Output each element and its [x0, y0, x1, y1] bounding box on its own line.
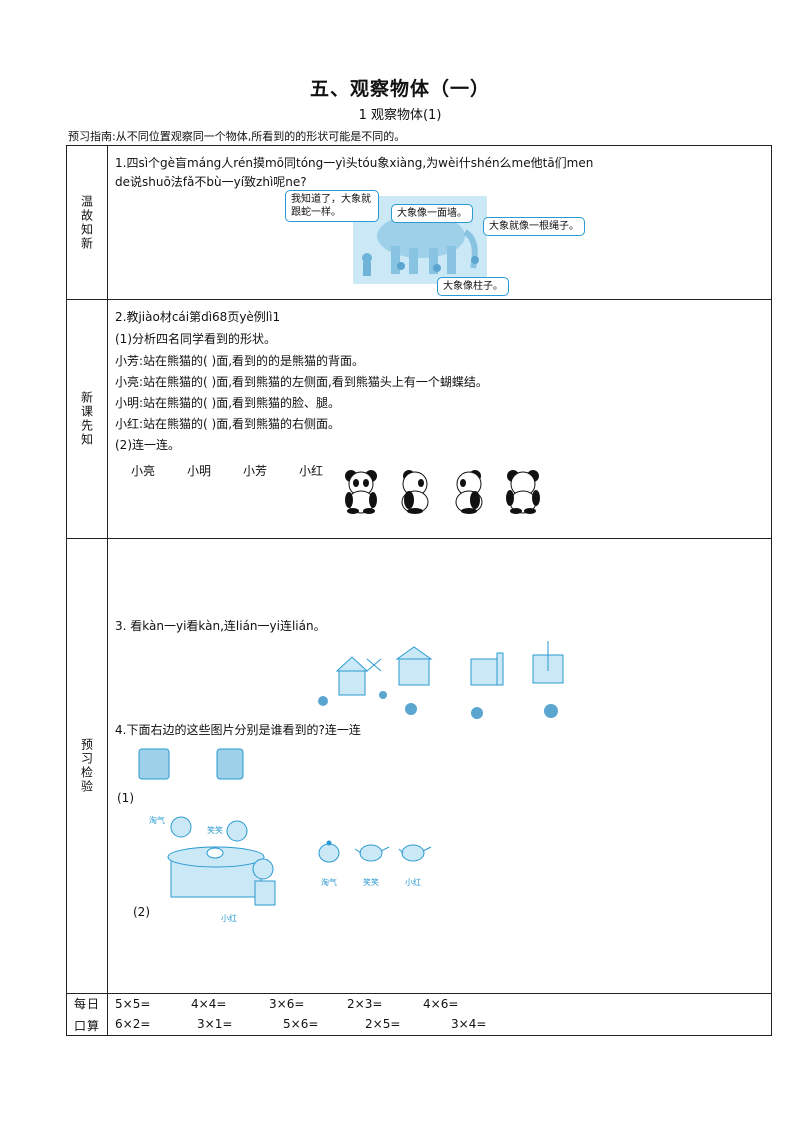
check-label: 预习检验 — [79, 738, 94, 794]
xiaofang-statement: 小芳:站在熊猫的( )面,看到的的是熊猫的背面。 — [115, 354, 365, 368]
xiaoming-statement: 小明:站在熊猫的( )面,看到熊猫的脸、腿。 — [115, 396, 341, 410]
bubble-pillar: 大象像柱子。 — [437, 277, 509, 296]
question-2-part-2: (2)连一连。 — [115, 438, 180, 452]
teapot-label-taoqi: 淘气 — [321, 878, 337, 887]
review-label: 温故知新 — [79, 194, 94, 251]
daily-calc-row: 每日口算 5×5= 4×4= 3×6= 2×3= 4×6= 6×2= 3×1= … — [67, 994, 771, 1035]
calc-item: 4×6= — [423, 997, 459, 1011]
check-label-cell: 预习检验 — [67, 539, 108, 993]
preview-label-cell: 新课先知 — [67, 300, 108, 538]
bubble-snake: 我知道了，大象就跟蛇一样。 — [285, 190, 379, 222]
panda-left-side-image — [401, 470, 429, 514]
elephant-illustration — [362, 214, 479, 276]
question-1-line-2: de说shuō法fǎ不bù一yí致zhì呢ne? — [115, 175, 307, 189]
question-3-title: 3. 看kàn一yi看kàn,连lián一yi连lián。 — [115, 619, 326, 633]
bubble-wall: 大象像一面墙。 — [391, 204, 473, 223]
question-4-part-1: (1) — [117, 791, 134, 805]
calc-item: 3×4= — [451, 1017, 487, 1031]
preview-guide: 预习指南:从不同位置观察同一个物体,所看到的的形状可能是不同的。 — [68, 130, 406, 143]
teapot-label-xiaoxiao: 笑笑 — [363, 878, 379, 887]
teapot-label-xiaohong: 小红 — [405, 878, 421, 887]
windmill-house-views-image — [318, 641, 564, 719]
page-title: 五、观察物体（一） — [309, 78, 490, 100]
calc-item: 5×5= — [115, 997, 151, 1011]
xiaohong-statement: 小红:站在熊猫的( )面,看到熊猫的右侧面。 — [115, 417, 341, 431]
daily-label-cell: 每日口算 — [67, 994, 108, 1035]
kids-at-table-image — [167, 816, 276, 906]
daily-calc-content: 5×5= 4×4= 3×6= 2×3= 4×6= 6×2= 3×1= 5×6= … — [115, 994, 765, 1035]
calc-item: 5×6= — [283, 1017, 319, 1031]
panda-front-image — [345, 470, 377, 514]
kid-label-xiaoxiao: 笑笑 — [207, 826, 223, 835]
daily-label: 每日口算 — [73, 996, 100, 1033]
kids-view-thumbnails-image — [138, 748, 244, 780]
worksheet-table: 温故知新 1.四sì个gè盲máng人rén摸mō同tóng一yì头tóu象xi… — [66, 145, 772, 1036]
review-label-cell: 温故知新 — [67, 146, 108, 299]
preview-row: 新课先知 2.教jiào材cái第dì68页yè例lì1 (1)分析四名同学看到… — [67, 300, 771, 539]
xiaoliang-statement: 小亮:站在熊猫的( )面,看到熊猫的左侧面,看到熊猫头上有一个蝴蝶结。 — [115, 375, 488, 389]
panda-back-image — [506, 470, 540, 514]
lesson-subtitle: 1 观察物体(1) — [358, 108, 442, 123]
calc-item: 3×6= — [269, 997, 305, 1011]
question-2-title: 2.教jiào材cái第dì68页yè例lì1 — [115, 310, 281, 324]
kid-label-taoqi: 淘气 — [149, 816, 165, 825]
check-row: 预习检验 3. 看kàn一yi看kàn,连lián一yi连lián。 4.下面右… — [67, 539, 771, 994]
question-4-title: 4.下面右边的这些图片分别是谁看到的?连一连 — [115, 723, 361, 737]
review-row: 温故知新 1.四sì个gè盲máng人rén摸mō同tóng一yì头tóu象xi… — [67, 146, 771, 300]
calc-item: 4×4= — [191, 997, 227, 1011]
question-4-part-2: (2) — [133, 905, 150, 919]
name-xiaoming: 小明 — [187, 464, 212, 478]
name-xiaohong: 小红 — [299, 464, 324, 478]
preview-content: 2.教jiào材cái第dì68页yè例lì1 (1)分析四名同学看到的形状。 … — [115, 300, 765, 538]
question-2-part-1: (1)分析四名同学看到的形状。 — [115, 332, 276, 346]
name-xiaoliang: 小亮 — [131, 464, 156, 478]
check-content: 3. 看kàn一yi看kàn,连lián一yi连lián。 4.下面右边的这些图… — [115, 539, 765, 993]
panda-right-side-image — [455, 470, 483, 514]
preview-label: 新课先知 — [79, 391, 94, 447]
calc-item: 2×5= — [365, 1017, 401, 1031]
name-xiaofang: 小芳 — [243, 464, 268, 478]
calc-item: 2×3= — [347, 997, 383, 1011]
calc-item: 3×1= — [197, 1017, 233, 1031]
calc-item: 6×2= — [115, 1017, 151, 1031]
bubble-rope: 大象就像一根绳子。 — [483, 217, 585, 236]
teapot-views-image — [318, 840, 432, 863]
question-1-line-1: 1.四sì个gè盲máng人rén摸mō同tóng一yì头tóu象xiàng,为… — [115, 156, 594, 170]
review-content: 1.四sì个gè盲máng人rén摸mō同tóng一yì头tóu象xiàng,为… — [115, 146, 765, 299]
kid-label-xiaohong: 小红 — [221, 914, 237, 923]
